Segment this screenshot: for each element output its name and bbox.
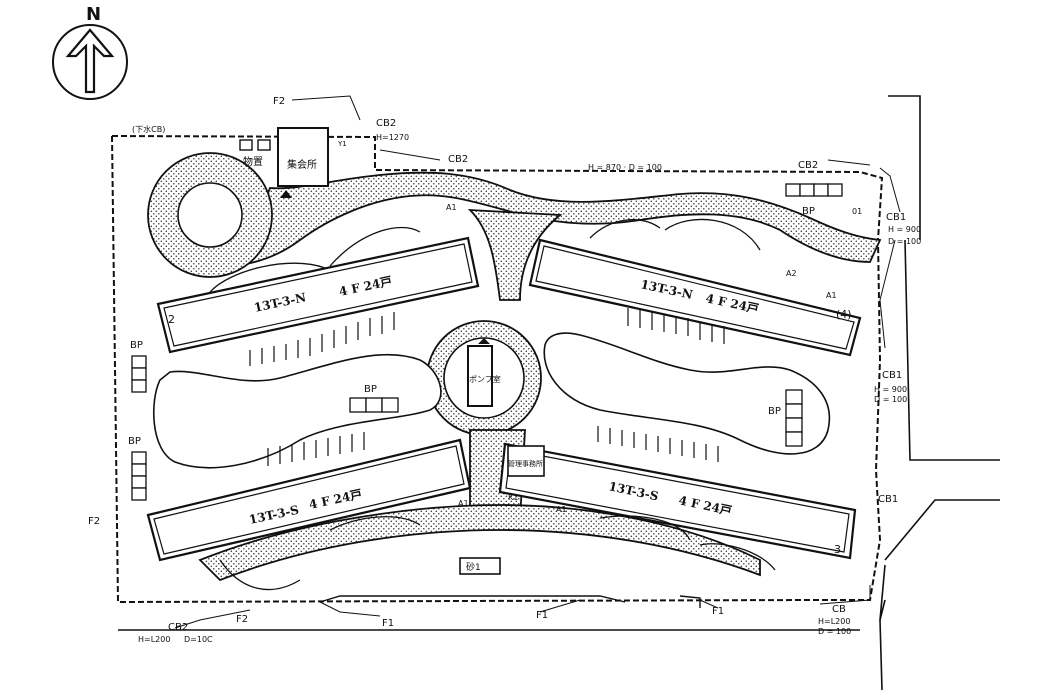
label-f1-right: F1 (712, 606, 724, 617)
label-d100-top: D = 100 (888, 237, 921, 246)
roundabout-island (177, 182, 243, 248)
label-f2-bottom: F2 (236, 614, 248, 625)
label-gesui: (下水CB) (132, 124, 165, 134)
parking-stalls (249, 308, 725, 466)
label-f1-mid: F1 (536, 610, 548, 621)
label-y1: Y1 (337, 140, 347, 148)
label-cb2-right: CB2 (798, 160, 818, 171)
leader-lines (174, 95, 901, 629)
label-a2: A2 (786, 269, 797, 278)
label-bp-center: BP (364, 384, 377, 395)
storage-label: 物置 (243, 155, 263, 168)
south-fence (319, 595, 701, 608)
building-ne: 13T-3-N 4 F 24戸 (4) (528, 238, 862, 357)
north-arrow-icon: N (52, 4, 128, 100)
building-sw: 13T-3-S 4 F 24戸 (146, 438, 472, 562)
pump-room-label: ポンプ室 (469, 374, 501, 384)
label-a1-ne: A1 (826, 291, 837, 300)
building-se: 13T-3-S 4 F 24戸 3 管理事務所 (498, 442, 857, 560)
label-cb1-bottom: CB1 (878, 494, 898, 505)
label-f2-left: F2 (88, 516, 100, 527)
north-label: N (86, 4, 101, 25)
site-boundary (110, 134, 884, 604)
bp-boxes (131, 183, 843, 501)
label-cb1-mid: CB1 (882, 370, 902, 381)
building-nw: 13T-3-N 4 F 24戸 2 (156, 236, 480, 354)
building-nw-number: 2 (168, 313, 175, 326)
sandbox (459, 557, 501, 575)
meeting-hall (277, 127, 329, 187)
management-office-label: 管理事務所 (508, 459, 543, 468)
label-cb-bottom-right: CB (832, 604, 846, 615)
meeting-hall-label: 集会所 (287, 158, 317, 171)
east-lawn (543, 332, 831, 455)
label-h1200-right: H=L200 (818, 617, 850, 626)
label-f1-left: F1 (382, 618, 394, 629)
label-h900-mid: H = 900 (874, 385, 907, 394)
label-f2-top: F2 (273, 96, 285, 107)
label-h1200-left: H=L200 (138, 635, 170, 644)
management-office (507, 445, 545, 477)
label-k1: K1 (508, 493, 518, 502)
storage-box-1 (239, 139, 253, 151)
label-h1270: H=1270 (376, 133, 409, 142)
building-ne-number: (4) (836, 308, 852, 321)
pump-room (467, 345, 493, 407)
label-bp-east: BP (768, 406, 781, 417)
label-o1: 01 (852, 207, 862, 216)
label-cb2-mid: CB2 (448, 154, 468, 165)
label-cb1-top: CB1 (886, 212, 906, 223)
label-a1-center: A1 (556, 505, 567, 514)
label-a1-north: A1 (446, 203, 457, 212)
storage-box-2 (257, 139, 271, 151)
west-lawn (152, 353, 442, 469)
sandbox-label: 砂1 (466, 561, 481, 573)
label-h900-top: H = 900 (888, 225, 921, 234)
label-d100-mid: D = 100 (874, 395, 907, 404)
label-d10c: D=10C (184, 635, 213, 644)
adjacent-lot-lines (879, 95, 1000, 691)
label-d100-bottom: D = 100 (818, 627, 851, 636)
label-bp-top-right: BP (802, 206, 815, 217)
label-h870: H = 870 · D = 100 (588, 163, 662, 172)
label-bp-west-1: BP (130, 340, 143, 351)
label-bp-west-2: BP (128, 436, 141, 447)
entrance-curves (209, 218, 776, 591)
label-cb2-top: CB2 (376, 118, 396, 129)
label-cb2-bottom: CB2 (168, 622, 188, 633)
building-se-number: 3 (834, 543, 841, 556)
label-a1-south: A1 (458, 499, 469, 508)
